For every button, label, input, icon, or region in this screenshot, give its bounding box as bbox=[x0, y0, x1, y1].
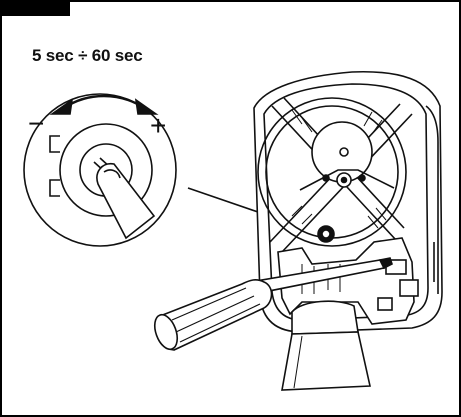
screwdriver-icon bbox=[153, 257, 393, 351]
finger-icon bbox=[96, 162, 156, 240]
minus-icon: − bbox=[28, 108, 45, 139]
corner-tab bbox=[2, 2, 70, 16]
paper-outlet bbox=[281, 300, 371, 391]
timer-range-label: 5 sec ÷ 60 sec bbox=[32, 46, 143, 65]
plus-icon: + bbox=[150, 110, 167, 141]
dispenser-unit-icon bbox=[253, 70, 443, 333]
